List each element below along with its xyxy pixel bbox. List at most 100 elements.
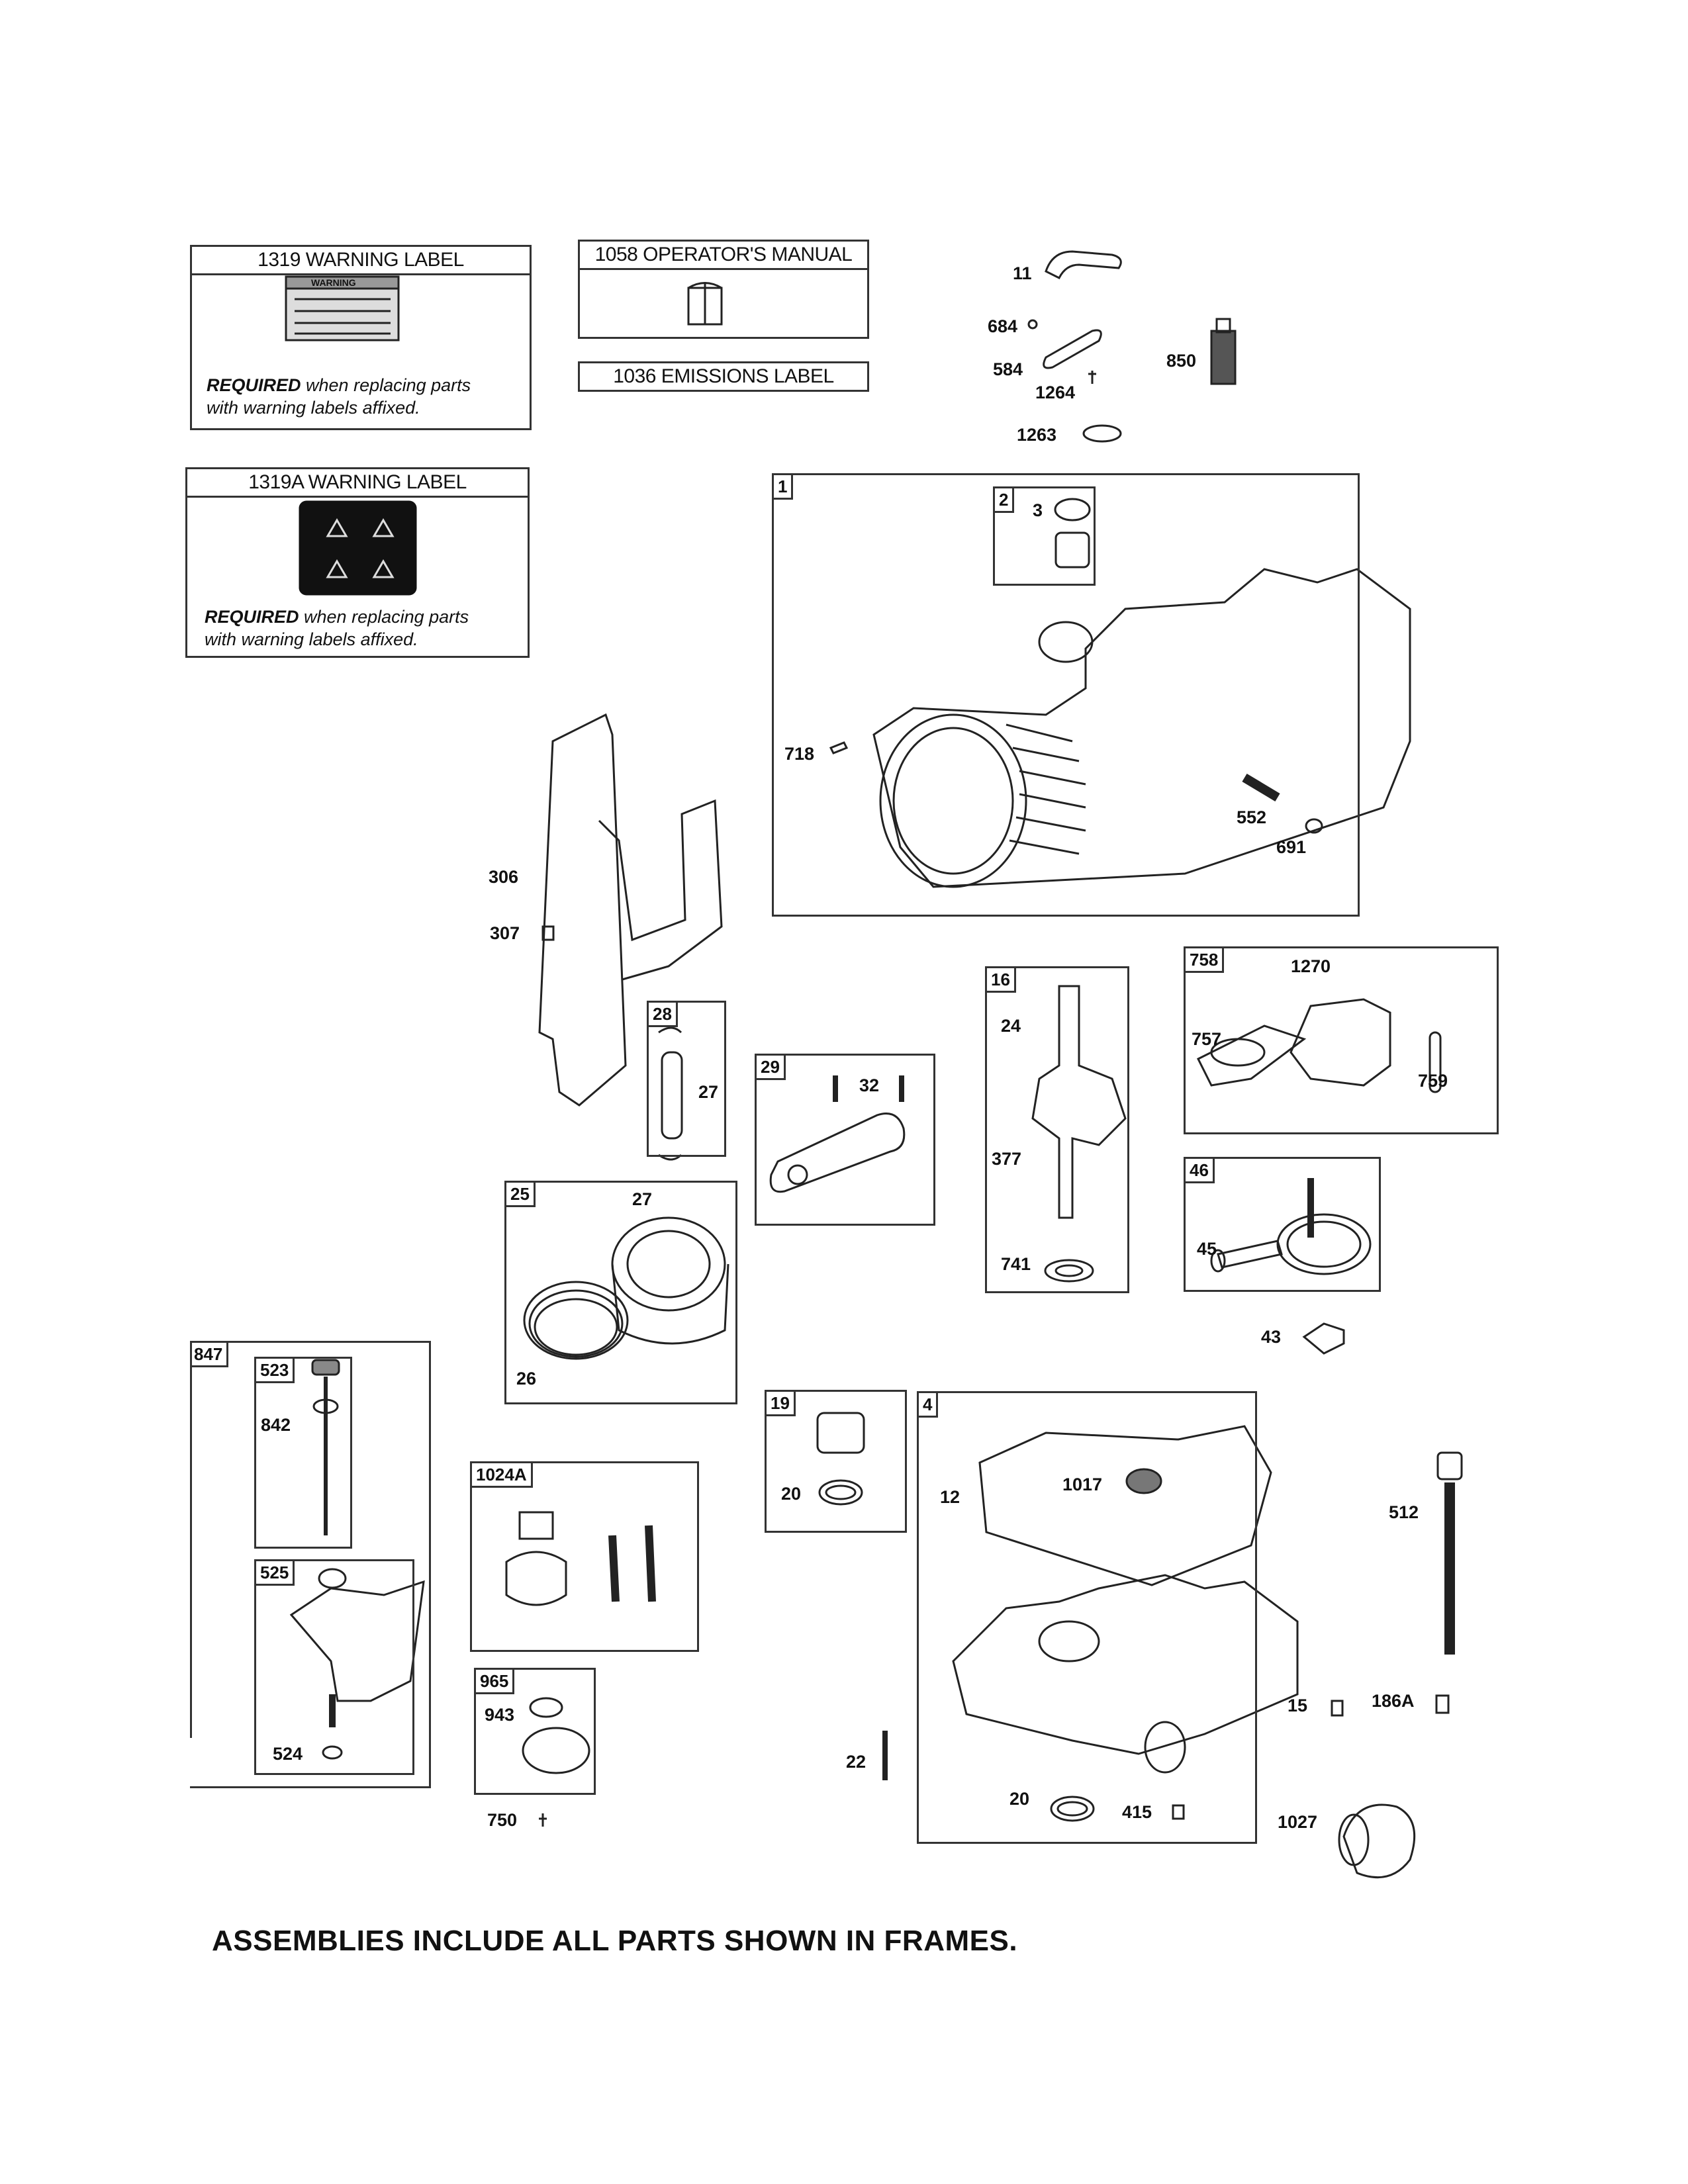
warning-label-1319-note: REQUIRED when replacing parts with warni… bbox=[207, 374, 471, 419]
part-684: 684 bbox=[988, 316, 1018, 336]
part-20-sump-seal: 20 bbox=[1009, 1789, 1030, 1809]
frame-19-tag: 19 bbox=[767, 1392, 796, 1416]
frame-2-tag: 2 bbox=[995, 488, 1015, 513]
part-1263: 1263 bbox=[1017, 425, 1057, 445]
operators-manual-1058-title: 1058 OPERATOR'S MANUAL bbox=[580, 242, 867, 270]
warning-label-1319-note-rest: when replacing parts bbox=[306, 375, 471, 395]
frame-1-cylinder: 1 bbox=[772, 473, 1360, 917]
frame-4-tag: 4 bbox=[919, 1393, 939, 1418]
warning-label-1319a-note-line2: with warning labels affixed. bbox=[205, 629, 418, 649]
part-11: 11 bbox=[1013, 263, 1032, 283]
part-850: 850 bbox=[1166, 351, 1197, 371]
part-718: 718 bbox=[784, 744, 815, 764]
warning-label-1319a-note-rest: when replacing parts bbox=[304, 607, 469, 627]
frame-16-crankshaft: 16 bbox=[985, 966, 1129, 1293]
part-22: 22 bbox=[846, 1752, 867, 1772]
part-943: 943 bbox=[485, 1705, 515, 1725]
part-512: 512 bbox=[1389, 1502, 1419, 1522]
warning-label-1319a-note-required: REQUIRED bbox=[205, 607, 299, 627]
frame-19-bushing: 19 bbox=[765, 1390, 907, 1533]
part-1027: 1027 bbox=[1278, 1812, 1318, 1832]
part-306: 306 bbox=[489, 867, 519, 887]
part-691: 691 bbox=[1276, 837, 1307, 857]
baffle-306-drawing bbox=[538, 713, 723, 1107]
warning-label-1319a-note: REQUIRED when replacing parts with warni… bbox=[205, 606, 469, 651]
warning-label-1319a-box: 1319A WARNING LABEL REQUIRED when replac… bbox=[185, 467, 530, 658]
part-415: 415 bbox=[1122, 1802, 1152, 1822]
warning-label-1319-note-line2: with warning labels affixed. bbox=[207, 398, 420, 418]
frame-28-wrist-pin: 28 bbox=[647, 1001, 726, 1157]
frame-1-tag: 1 bbox=[774, 475, 794, 500]
frame-758-tag: 758 bbox=[1186, 948, 1225, 973]
manual-book-icon bbox=[687, 282, 723, 326]
part-27-piston-clip: 27 bbox=[632, 1189, 653, 1209]
frame-2-bushing: 2 bbox=[993, 486, 1096, 586]
frame-25-piston: 25 bbox=[504, 1181, 737, 1404]
breather-tube-drawing bbox=[1045, 250, 1122, 280]
emissions-label-1036-title: 1036 EMISSIONS LABEL bbox=[613, 365, 834, 387]
warning-label-1319-box: 1319 WARNING LABEL REQUIRED when replaci… bbox=[190, 245, 532, 430]
cylinder-block-drawing bbox=[872, 568, 1411, 888]
part-307: 307 bbox=[490, 923, 520, 943]
oil-fill-tube-drawing bbox=[289, 1568, 425, 1727]
connecting-rod-drawing bbox=[769, 1075, 906, 1193]
part-757: 757 bbox=[1192, 1029, 1222, 1049]
part-842: 842 bbox=[261, 1415, 291, 1435]
operators-manual-1058-box: 1058 OPERATOR'S MANUAL bbox=[578, 240, 869, 339]
warning-label-1319-title: 1319 WARNING LABEL bbox=[192, 247, 530, 275]
part-750: 750 bbox=[487, 1810, 518, 1830]
sticker-text: WARNING bbox=[311, 277, 356, 288]
frame-1024a-tag: 1024A bbox=[472, 1463, 533, 1488]
sump-base-drawing bbox=[952, 1574, 1299, 1774]
part-24: 24 bbox=[1001, 1016, 1021, 1036]
warning-label-1319-note-required: REQUIRED bbox=[207, 375, 301, 395]
frame-16-tag: 16 bbox=[987, 968, 1016, 993]
piston-rings-drawing bbox=[523, 1216, 729, 1360]
part-20-bushing-seal: 20 bbox=[781, 1484, 802, 1504]
frame-847-left-edge bbox=[190, 1341, 192, 1738]
frame-4-sump: 4 bbox=[917, 1391, 1257, 1844]
frame-29-connecting-rod: 29 bbox=[755, 1054, 935, 1226]
frame-28-tag: 28 bbox=[649, 1003, 678, 1027]
frame-965-tag: 965 bbox=[476, 1670, 515, 1694]
part-15: 15 bbox=[1288, 1696, 1308, 1715]
governor-assembly-drawing bbox=[1196, 998, 1442, 1093]
part-45: 45 bbox=[1197, 1239, 1217, 1259]
warning-black-sticker bbox=[299, 500, 417, 596]
warning-sticker-graphic bbox=[285, 275, 400, 341]
part-32: 32 bbox=[859, 1075, 880, 1095]
part-27-wrist-pin-clip: 27 bbox=[698, 1082, 719, 1102]
part-759: 759 bbox=[1418, 1071, 1448, 1091]
cam-gear-drawing bbox=[1210, 1178, 1372, 1275]
part-1264: 1264 bbox=[1035, 383, 1076, 402]
frame-847-dipstick-assembly: 847 bbox=[190, 1341, 431, 1788]
frame-525-fill-tube: 525 bbox=[254, 1559, 414, 1775]
part-584: 584 bbox=[993, 359, 1023, 379]
oil-bottle-drawing bbox=[1210, 318, 1237, 385]
sump-gasket-drawing bbox=[978, 1425, 1272, 1586]
part-26: 26 bbox=[516, 1369, 537, 1388]
frame-847-tag: 847 bbox=[190, 1343, 229, 1367]
frame-523-tag: 523 bbox=[256, 1359, 295, 1383]
frame-758-governor: 758 bbox=[1184, 946, 1499, 1134]
part-1270: 1270 bbox=[1291, 956, 1331, 976]
warning-label-1319a-title: 1319A WARNING LABEL bbox=[187, 469, 528, 498]
bracket-584-drawing bbox=[1027, 319, 1102, 369]
frame-523-dipstick: 523 bbox=[254, 1357, 352, 1549]
crankshaft-drawing bbox=[1031, 985, 1127, 1283]
part-552: 552 bbox=[1237, 807, 1267, 827]
frame-46-tag: 46 bbox=[1186, 1159, 1215, 1183]
part-524: 524 bbox=[273, 1744, 303, 1764]
part-12: 12 bbox=[940, 1487, 961, 1507]
gasket-1263-drawing bbox=[1082, 371, 1122, 443]
frame-46-cam-gear: 46 bbox=[1184, 1157, 1381, 1292]
part-377: 377 bbox=[992, 1149, 1022, 1169]
oil-pump-drawing bbox=[505, 1511, 656, 1606]
part-741: 741 bbox=[1001, 1254, 1031, 1274]
oil-filter-drawing bbox=[1338, 1803, 1416, 1879]
frame-1024a-oil-pump: 1024A bbox=[470, 1461, 699, 1652]
assemblies-footer-note: ASSEMBLIES INCLUDE ALL PARTS SHOWN IN FR… bbox=[212, 1925, 1018, 1957]
part-3: 3 bbox=[1033, 500, 1043, 520]
part-1017: 1017 bbox=[1062, 1475, 1103, 1494]
